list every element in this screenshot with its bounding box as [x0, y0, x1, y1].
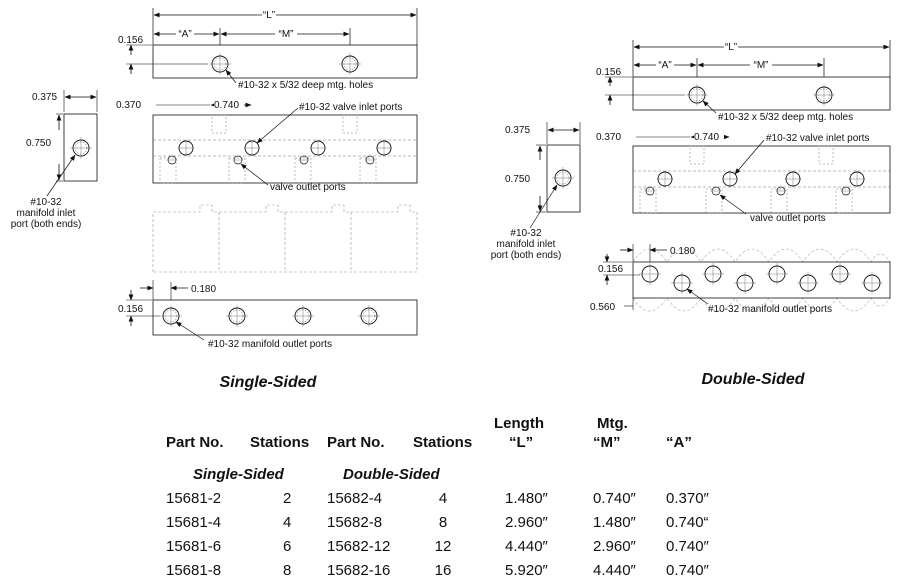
double-sided-caption: Double-Sided	[701, 371, 805, 388]
single-sided-top-view: “L” “A” “M” 0.156 #10-32 x 5/32 deep m	[118, 8, 418, 91]
valve-outlet-note: valve outlet ports	[270, 182, 346, 193]
manifold-inlet-port	[70, 137, 92, 159]
manifold-outlet-port	[160, 305, 182, 327]
dim-0156-top: 0.156	[118, 35, 143, 46]
valve-inlet-port	[785, 171, 801, 187]
end-note-line2: manifold inlet	[497, 239, 556, 250]
manifold-outlet-port	[766, 263, 788, 285]
manifold-outlet-port	[797, 272, 819, 294]
end-note-line1: #10-32	[510, 228, 542, 239]
manifold-outlet-port	[702, 263, 724, 285]
manifold-outlet-port	[639, 263, 661, 285]
mtg-holes-note: #10-32 x 5/32 deep mtg. holes	[238, 80, 373, 91]
dim-l-label: “L”	[725, 42, 737, 53]
double-sided-bottom-view: 0.180 0.156 0.560 #10-32 manifold outlet…	[590, 244, 891, 315]
double-sided-top-view: “L” “A” “M” 0.156 #10-32 x 5/32 deep mtg…	[596, 40, 891, 123]
mounting-hole	[813, 84, 835, 106]
dim-0370: 0.370	[116, 100, 141, 111]
dim-a-label: “A”	[658, 60, 671, 71]
valve-outlet-port	[233, 155, 243, 165]
end-note-line2: manifold inlet	[17, 208, 76, 219]
single-sided-end-view: 0.375 0.750 #10-32 manifold inlet port (…	[11, 90, 98, 230]
mounting-hole	[209, 53, 231, 75]
valve-inlet-port	[657, 171, 673, 187]
dim-l-label: “L”	[263, 10, 275, 21]
end-dim-0750: 0.750	[26, 138, 51, 149]
double-end-body	[546, 144, 581, 213]
valve-inlet-port	[244, 140, 260, 156]
manifold-outlet-port	[861, 272, 883, 294]
single-sided-caption: Single-Sided	[220, 374, 318, 391]
double-top-body	[632, 76, 891, 111]
manifold-inlet-port	[552, 167, 574, 189]
end-note-line1: #10-32	[30, 197, 62, 208]
manifold-outlet-port	[226, 305, 248, 327]
valve-inlet-note: #10-32 valve inlet ports	[299, 102, 402, 113]
valve-inlet-port	[376, 140, 392, 156]
end-dim-0375: 0.375	[505, 125, 530, 136]
manifold-outlet-port	[829, 263, 851, 285]
valve-outlet-port	[299, 155, 309, 165]
mounting-hole	[686, 84, 708, 106]
dim-0370: 0.370	[596, 132, 621, 143]
mtg-holes-note: #10-32 x 5/32 deep mtg. holes	[718, 112, 853, 123]
mounting-hole	[339, 53, 361, 75]
dim-0180: 0.180	[191, 284, 216, 295]
dim-0156-bottom: 0.156	[598, 264, 623, 275]
manifold-outlet-port	[734, 272, 756, 294]
valve-inlet-port	[849, 171, 865, 187]
dim-0740: 0.740	[214, 100, 239, 111]
manifold-outlet-port	[671, 272, 693, 294]
valve-inlet-note: #10-32 valve inlet ports	[766, 133, 869, 144]
single-bottom-body	[152, 299, 418, 336]
end-note-line3: port (both ends)	[11, 219, 82, 230]
dim-m-label: “M”	[279, 29, 294, 40]
valve-outlet-port	[167, 155, 177, 165]
dim-0156-top: 0.156	[596, 67, 621, 78]
double-sided-front-view: 0.370 0.740 #10-32 valve inlet ports val…	[596, 132, 891, 224]
dim-0156-bottom: 0.156	[118, 304, 143, 315]
single-sided-valve-outline	[152, 204, 418, 273]
end-dim-0750: 0.750	[505, 174, 530, 185]
valve-inlet-port	[178, 140, 194, 156]
valve-outlet-port	[645, 186, 655, 196]
dim-a-label: “A”	[178, 29, 191, 40]
end-note-line3: port (both ends)	[491, 250, 562, 261]
single-sided-front-view: 0.370 0.740 #10-32 valve inlet ports val…	[116, 100, 418, 193]
valve-outlet-port	[365, 155, 375, 165]
dim-0180: 0.180	[670, 246, 695, 257]
single-end-body	[63, 113, 98, 182]
valve-outlet-port	[841, 186, 851, 196]
valve-outlet-port	[711, 186, 721, 196]
manifold-outlet-port	[292, 305, 314, 327]
dim-m-label: “M”	[754, 60, 769, 71]
single-front-body	[152, 114, 418, 184]
double-bottom-body	[632, 261, 891, 299]
single-top-body	[152, 44, 418, 79]
single-sided-bottom-view: 0.180 0.156 #10-32 manifold outlet ports	[118, 280, 418, 350]
double-sided-end-view: 0.375 0.750 #10-32 manifold inlet port (…	[491, 122, 581, 261]
double-front-body	[632, 145, 891, 214]
valve-outlet-port	[776, 186, 786, 196]
end-dim-0375: 0.375	[32, 92, 57, 103]
dim-0560: 0.560	[590, 302, 615, 313]
manifold-outlet-note: #10-32 manifold outlet ports	[208, 339, 332, 350]
manifold-outlet-note: #10-32 manifold outlet ports	[708, 304, 832, 315]
valve-outlet-note: valve outlet ports	[750, 213, 826, 224]
dim-0740: 0.740	[694, 132, 719, 143]
valve-inlet-port	[722, 171, 738, 187]
valve-inlet-port	[310, 140, 326, 156]
manifold-outlet-port	[358, 305, 380, 327]
